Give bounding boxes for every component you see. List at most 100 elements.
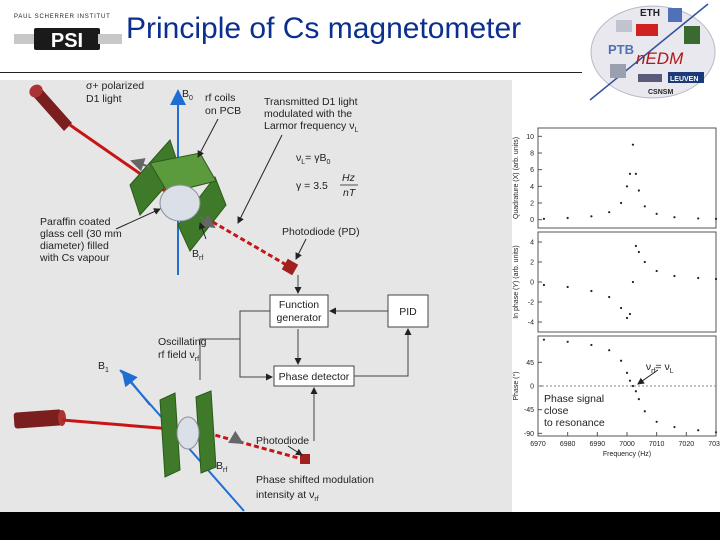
plot-2-point-2: [590, 343, 593, 347]
logo-leuven: LEUVEN: [670, 76, 698, 83]
equation-gamma-denominator: nT: [343, 187, 357, 199]
plot-2-xtick-label-6: 7030: [708, 441, 720, 448]
logo-crest-icon: [668, 8, 682, 22]
b1-field-arrow: [121, 369, 151, 406]
plot-0-point-12: [673, 216, 676, 219]
plot-0-point-3: [608, 211, 611, 214]
photodiode-bottom-icon: [300, 454, 310, 464]
rf-coils-top: [129, 139, 227, 252]
plot-1-ytick-label-4: -4: [528, 320, 534, 327]
plot-1-ylabel: In phase (Y) (arb. units): [513, 245, 520, 319]
plot-2-point-9: [637, 398, 640, 401]
plot-2-xtick-label-3: 7000: [619, 441, 635, 448]
logo-shield-icon: [684, 26, 700, 44]
logo-lpc-icon: [616, 20, 632, 32]
phase-annotation-line-2: to resonance: [544, 417, 605, 429]
institute-name: PAUL SCHERRER INSTITUT: [14, 14, 111, 20]
plot-0-point-5: [625, 185, 629, 188]
label-photodiode-pd: Photodiode (PD): [282, 226, 360, 238]
plot-1-ytick-label-2: 0: [530, 280, 534, 287]
plot-2-point-4: [619, 359, 623, 362]
plot-1-ytick-label-0: 4: [530, 240, 534, 247]
plot-1-point-1: [566, 285, 569, 289]
plot-0-ytick-label-0: 0: [530, 217, 534, 224]
logo-nedm: nEDM: [636, 49, 684, 68]
plot-1-point-12: [673, 274, 676, 278]
plot-2-point-1: [566, 340, 569, 343]
plot-0-ylabel: Quadrature (X) (arb. units): [513, 137, 520, 219]
label-brf-top: Brf: [192, 248, 203, 262]
rf-coils-bottom: [159, 390, 217, 478]
plot-0-point-13: [697, 217, 700, 220]
plot-2-point-0: [542, 338, 546, 341]
title-divider: [0, 72, 582, 73]
plot-0-point-10: [643, 205, 646, 208]
footer-bar: [0, 512, 720, 540]
photodiode-pd-pointer: [295, 238, 307, 260]
logo-eth: ETH: [640, 8, 660, 19]
brf-arrow-right: [199, 214, 216, 229]
resonance-label: νrf= νL: [646, 361, 674, 375]
pid-box: [387, 294, 429, 328]
plot-2-xlabel: Frequency (Hz): [603, 451, 651, 458]
plot-1-point-3: [608, 295, 611, 299]
logo-csnsm: CSNSM: [648, 89, 673, 96]
transmitted-pointer: [237, 134, 283, 224]
phase-annotation-line-0: Phase signal: [544, 393, 604, 405]
plot-1-point-8: [634, 244, 638, 248]
cs-vapour-cell: [159, 184, 201, 222]
logo-lpc-caen-icon: [610, 64, 626, 78]
plot-2-point-13: [697, 429, 700, 432]
plot-2-point-12: [673, 425, 676, 429]
plot-0-ytick-label-5: 10: [526, 134, 534, 141]
plot-2-point-11: [655, 420, 658, 423]
logo-swoosh: [589, 3, 709, 101]
plot-1-point-9: [637, 250, 640, 254]
plot-0-point-14: [714, 217, 718, 220]
plot-1-point-11: [655, 269, 658, 273]
equation-gamma: γ = 3.5: [296, 180, 328, 192]
plot-2-xtick-label-0: 6970: [530, 441, 546, 448]
plot-1-point-4: [619, 306, 623, 310]
psi-logo: PSI: [14, 24, 124, 59]
plot-1-ytick-label-3: -2: [528, 300, 534, 307]
paraffin-pointer: [115, 208, 161, 230]
plot-0-point-0: [542, 217, 546, 220]
psi-logo-text: PSI: [51, 30, 83, 52]
laser-source-bottom: [13, 409, 66, 429]
plot-2-point-10: [643, 410, 646, 413]
plot-1-point-0: [542, 283, 546, 287]
plot-0-ytick-label-3: 6: [530, 167, 534, 174]
plot-2-xtick-label-2: 6990: [590, 441, 606, 448]
plot-1-point-5: [625, 316, 629, 320]
plot-0-point-6: [628, 172, 632, 175]
brf-pointer: [198, 222, 207, 240]
laser-source-top: [29, 84, 72, 131]
photodiode-pointer: [287, 445, 303, 456]
pid-label: PID: [399, 306, 417, 318]
plot-0-ytick-label-1: 2: [530, 201, 534, 208]
collaboration-logo: ETH PTB nEDM LEUVEN CSNSM: [589, 3, 716, 101]
logo-bar-icon: [638, 74, 662, 82]
plot-1-point-13: [697, 276, 700, 280]
plot-2-point-5: [625, 371, 629, 374]
plot-1-point-10: [643, 260, 646, 264]
plot-1-point-6: [628, 312, 632, 316]
brf-arrow-left: [130, 158, 151, 172]
photodiode-pd-icon: [281, 258, 299, 276]
phase-detector-label: Phase detector: [279, 371, 350, 383]
phase-annotation-line-1: close: [544, 405, 569, 417]
signal-connections: [199, 275, 412, 441]
plot-2-point-8: [634, 390, 638, 393]
plot-2-point-7: [631, 384, 635, 388]
cs-vapour-cell-bottom: [176, 416, 200, 450]
label-b1: B1: [98, 360, 109, 374]
resonance-pointer: [637, 369, 659, 385]
page-title: Principle of Cs magnetometer: [126, 12, 522, 45]
